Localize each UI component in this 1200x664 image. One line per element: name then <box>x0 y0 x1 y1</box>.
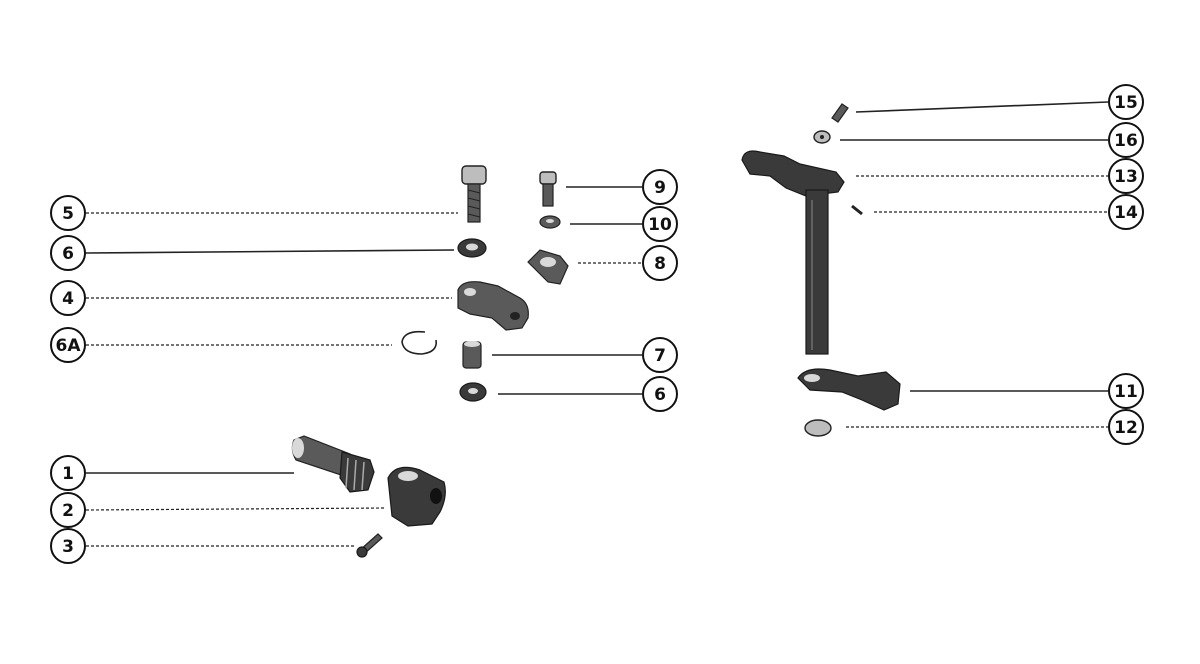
callout-6-lower: 6 <box>642 376 678 412</box>
part-11-lower-arm <box>797 368 901 411</box>
callout-5: 5 <box>50 195 86 231</box>
part-16-washer <box>813 130 831 144</box>
svg-text:6A: 6A <box>56 336 82 356</box>
svg-text:6: 6 <box>62 244 74 264</box>
svg-text:6: 6 <box>654 385 666 405</box>
svg-text:7: 7 <box>654 346 666 366</box>
callout-6-upper: 6 <box>50 235 86 271</box>
svg-text:5: 5 <box>62 204 74 224</box>
part-6-washer-lower <box>459 382 487 402</box>
svg-text:15: 15 <box>1114 93 1138 113</box>
callout-11: 11 <box>1108 373 1144 409</box>
part-2-gear-housing <box>387 466 446 527</box>
part-1-gear-shaft <box>291 435 375 493</box>
callout-8: 8 <box>642 245 678 281</box>
leader-15 <box>855 101 1109 113</box>
svg-text:3: 3 <box>62 537 74 557</box>
callout-14: 14 <box>1108 194 1144 230</box>
svg-text:1: 1 <box>62 464 74 484</box>
callout-4: 4 <box>50 280 86 316</box>
callout-16: 16 <box>1108 122 1144 158</box>
callout-12: 12 <box>1108 409 1144 445</box>
svg-text:9: 9 <box>654 178 666 198</box>
part-8-clamp <box>527 249 569 285</box>
callout-1: 1 <box>50 455 86 491</box>
svg-text:2: 2 <box>62 501 74 521</box>
part-14-pin <box>851 204 863 216</box>
callout-3: 3 <box>50 528 86 564</box>
part-5-bolt <box>461 165 487 223</box>
svg-text:4: 4 <box>62 289 74 309</box>
svg-text:14: 14 <box>1114 203 1138 223</box>
callout-9: 9 <box>642 169 678 205</box>
svg-text:10: 10 <box>648 215 672 235</box>
part-13-shaft-arm <box>741 150 845 355</box>
callout-7: 7 <box>642 337 678 373</box>
part-3-screw <box>356 533 383 558</box>
part-9-screw <box>539 171 557 207</box>
part-6-washer-upper <box>457 238 487 258</box>
leader-lines <box>85 101 1109 547</box>
part-7-bushing <box>462 341 482 369</box>
part-10-washer <box>539 215 561 229</box>
part-6A-snap-ring <box>401 330 438 355</box>
leader-2 <box>85 507 387 511</box>
svg-text:16: 16 <box>1114 131 1138 151</box>
callout-6A: 6A <box>50 327 86 363</box>
leader-6-upper <box>85 249 455 254</box>
callout-15: 15 <box>1108 84 1144 120</box>
part-4-bracket <box>457 281 529 331</box>
svg-text:11: 11 <box>1114 382 1138 402</box>
callout-13: 13 <box>1108 158 1144 194</box>
svg-text:12: 12 <box>1114 418 1138 438</box>
callout-10: 10 <box>642 206 678 242</box>
part-12-washer <box>804 419 832 437</box>
callout-2: 2 <box>50 492 86 528</box>
svg-text:13: 13 <box>1114 167 1138 187</box>
part-15-screw <box>831 103 849 123</box>
svg-text:8: 8 <box>654 254 666 274</box>
